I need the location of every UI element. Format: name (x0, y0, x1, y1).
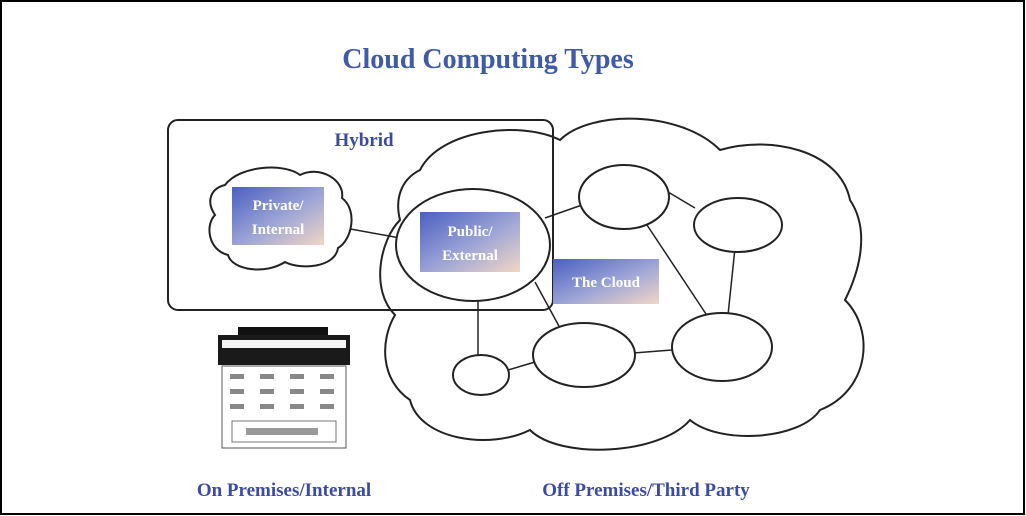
hybrid-label: Hybrid (334, 130, 394, 151)
network-links (344, 191, 736, 371)
cloud-node-bottom-right (671, 312, 773, 382)
cloud-node-top-right (693, 197, 783, 253)
cloud-node-top (578, 164, 670, 230)
on-premises-label: On Premises/Internal (197, 480, 371, 501)
cloud-node-bottom-center (532, 322, 636, 388)
cloud-label-bg (553, 259, 659, 304)
public-label-line1: Public/ (447, 224, 493, 240)
private-label-bg (232, 187, 324, 245)
off-premises-label: Off Premises/Third Party (542, 480, 750, 501)
cloud-nodes (452, 164, 783, 396)
cloud-label: The Cloud (572, 275, 641, 291)
private-label-line1: Private/ (253, 198, 305, 214)
cloud-node-bottom-small (452, 354, 510, 396)
server-rack-icon (218, 327, 350, 449)
public-label-line2: External (442, 248, 498, 264)
public-label-bg (420, 212, 520, 272)
diagram-title: Cloud Computing Types (342, 44, 634, 75)
private-label-line2: Internal (252, 222, 305, 238)
